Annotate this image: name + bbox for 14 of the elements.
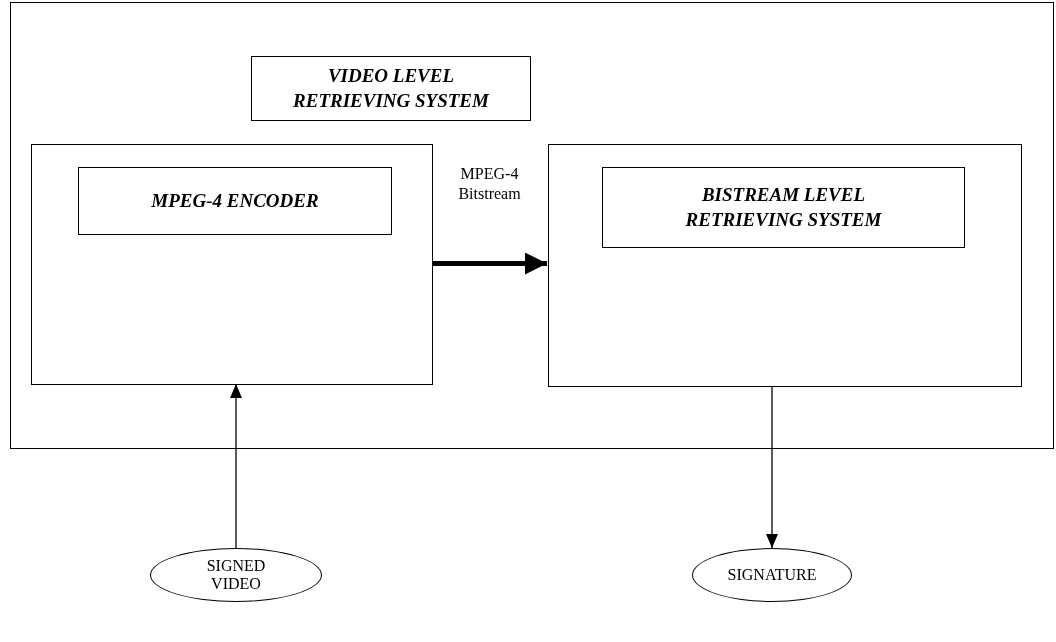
box-title: BISTREAM LEVEL RETRIEVING SYSTEM <box>684 182 883 232</box>
title-box <box>251 56 531 121</box>
arrow <box>432 252 547 275</box>
arrow <box>230 383 242 549</box>
title-box <box>602 167 965 248</box>
system-box <box>548 144 1022 387</box>
arrow <box>766 385 778 549</box>
terminal-label: SIGNED VIDEO <box>205 556 267 594</box>
system-box <box>10 2 1054 449</box>
system-box <box>31 144 433 385</box>
terminal-label: SIGNATURE <box>727 565 817 585</box>
box-title: MPEG-4 ENCODER <box>150 188 320 213</box>
title-box <box>78 167 392 235</box>
box-title: VIDEO LEVEL RETRIEVING SYSTEM <box>292 63 491 113</box>
